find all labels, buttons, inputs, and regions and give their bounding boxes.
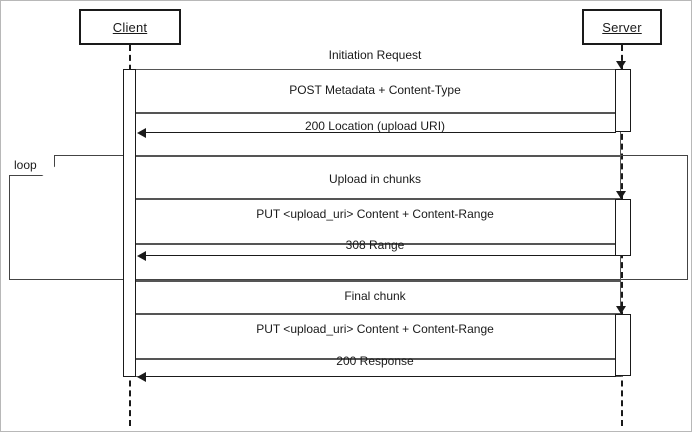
- note-upload-chunks: Upload in chunks: [328, 172, 422, 186]
- arrowline-final-response: [140, 376, 616, 377]
- message-label-final-response: 200 Response: [336, 354, 414, 368]
- arrowhead-put-chunk: [616, 191, 626, 199]
- message-label-range-response: 308 Range: [345, 238, 405, 252]
- activation-client: [123, 69, 136, 377]
- message-label-put-final-chunk: PUT <upload_uri> Content + Content-Range: [256, 322, 494, 336]
- activation-server-upload-chunk: [615, 199, 631, 256]
- message-label-location-response: 200 Location (upload URI): [304, 119, 446, 133]
- arrowline-location-response: [140, 132, 616, 133]
- arrowhead-final-response: [137, 372, 146, 382]
- note-initiation: Initiation Request: [328, 48, 422, 62]
- loop-fragment-tab: [9, 155, 55, 176]
- loop-fragment-label: loop: [14, 158, 37, 172]
- message-label-put-chunk: PUT <upload_uri> Content + Content-Range: [256, 207, 494, 221]
- arrowhead-location-response: [137, 128, 146, 138]
- activation-server-initiation: [615, 69, 631, 132]
- note-final-chunk: Final chunk: [344, 289, 406, 303]
- participant-client-label: Client: [112, 19, 148, 35]
- arrowhead-range-response: [137, 251, 146, 261]
- arrowhead-put-final-chunk: [616, 306, 626, 314]
- message-label-post-metadata: POST Metadata + Content-Type: [289, 83, 461, 97]
- activation-server-final-chunk: [615, 314, 631, 376]
- participant-server[interactable]: Server: [582, 9, 662, 45]
- arrowline-range-response: [140, 255, 616, 256]
- participant-client[interactable]: Client: [79, 9, 181, 45]
- message-row-put-final-chunk: [129, 314, 621, 359]
- participant-server-label: Server: [602, 19, 642, 35]
- arrowhead-post-metadata: [616, 61, 626, 69]
